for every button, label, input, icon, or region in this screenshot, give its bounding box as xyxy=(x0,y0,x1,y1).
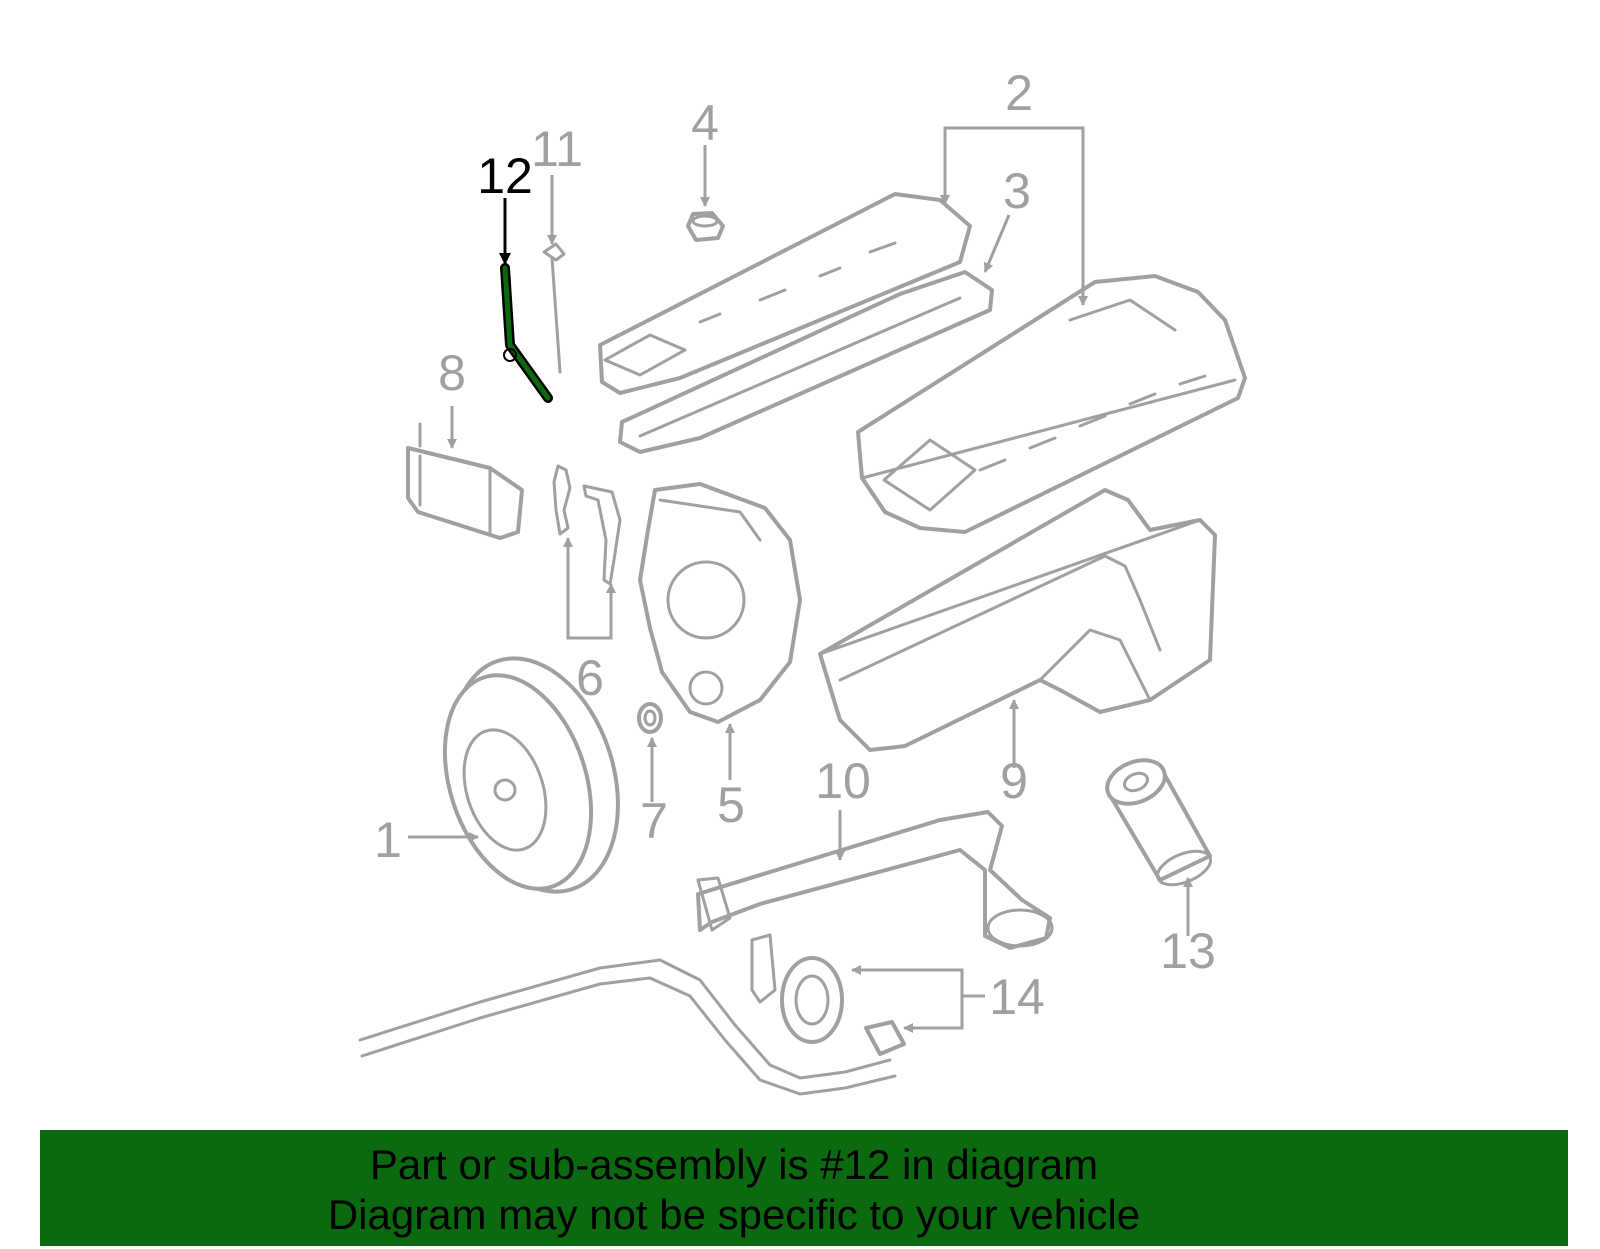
part-8-bracket xyxy=(406,422,524,540)
part-1-balancer xyxy=(442,656,620,894)
callout-12: 12 xyxy=(477,148,533,204)
part-10-pickup-tube xyxy=(696,810,1054,950)
part-3-valve-cover-gasket xyxy=(618,270,994,454)
part-5-timing-cover xyxy=(638,482,802,724)
callout-6: 6 xyxy=(576,650,604,706)
callout-7: 7 xyxy=(640,793,668,849)
part-14-harness xyxy=(358,933,906,1096)
leader-lines xyxy=(408,126,1193,1033)
callout-2: 2 xyxy=(1005,65,1033,121)
callout-11: 11 xyxy=(531,121,583,177)
callout-10: 10 xyxy=(815,753,871,809)
part-9-oil-pan xyxy=(818,488,1217,752)
callout-3: 3 xyxy=(1003,163,1031,219)
callout-4: 4 xyxy=(691,95,719,151)
part-4-oil-filler-cap xyxy=(686,211,725,242)
callout-1: 1 xyxy=(374,812,402,868)
callout-8: 8 xyxy=(438,345,466,401)
banner-line-part: Part or sub-assembly is #12 in diagram xyxy=(369,1141,1099,1188)
callout-5: 5 xyxy=(717,777,745,833)
callout-labels: 1 2 3 4 5 6 7 8 9 10 11 12 13 14 xyxy=(374,65,1216,1025)
part-13-oil-filter xyxy=(1105,758,1212,887)
info-banner: Part or sub-assembly is #12 in diagram D… xyxy=(40,1130,1568,1246)
part-2-right-valve-cover xyxy=(856,274,1247,534)
callout-13: 13 xyxy=(1160,923,1216,979)
part-2-left-valve-cover xyxy=(598,192,972,395)
callout-9: 9 xyxy=(1000,753,1028,809)
part-6-gaskets xyxy=(552,464,622,586)
part-7-seal xyxy=(637,702,663,734)
banner-line-disclaimer: Diagram may not be specific to your vehi… xyxy=(327,1191,1141,1238)
part-12-dipstick-tube xyxy=(500,263,553,403)
part-11-dipstick xyxy=(542,242,566,374)
callout-14: 14 xyxy=(989,969,1045,1025)
